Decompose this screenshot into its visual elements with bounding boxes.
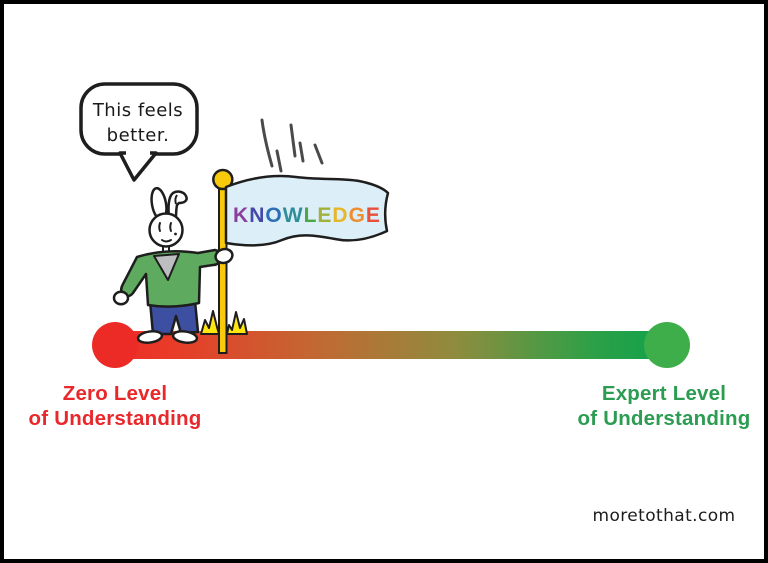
knowledge-flag-label: KNOWLEDGE — [233, 204, 381, 227]
understanding-spectrum-bar — [92, 322, 690, 368]
rabbit-collar — [153, 253, 180, 281]
knowledge-flag: KNOWLEDGE — [224, 174, 390, 247]
flag-motion-lines — [260, 118, 324, 173]
rabbit-nose-dot — [174, 232, 177, 236]
expert-endpoint-dot — [644, 322, 690, 368]
rabbit-hand-left — [112, 290, 130, 306]
speech-bubble: This feels better. — [79, 82, 199, 182]
rabbit-eye-left — [158, 222, 161, 232]
grass-tuft-right — [226, 311, 248, 335]
expert-level-line1: Expert Level — [602, 382, 726, 405]
rabbit-ear-bent — [167, 190, 188, 221]
knowledge-letter: G — [349, 204, 366, 227]
flag-pole — [212, 168, 234, 354]
rabbit-shoe-right — [171, 330, 199, 344]
zero-endpoint-dot — [92, 322, 138, 368]
speech-bubble-line1: This feels — [92, 100, 183, 121]
flag-banner-shape — [224, 174, 390, 247]
knowledge-letter: E — [317, 204, 332, 227]
spectrum-gradient-bar — [115, 331, 667, 359]
knowledge-letter: E — [366, 204, 381, 227]
grass-tuft-left — [200, 310, 220, 335]
rabbit-eye-right — [169, 222, 172, 232]
knowledge-letter: W — [283, 204, 304, 227]
illustration-canvas: This feels better. KNOWLEDGE — [29, 82, 751, 526]
flag-pole-knob — [212, 168, 234, 191]
zero-level-line2: of Understanding — [29, 407, 202, 430]
knowledge-letter: K — [233, 204, 249, 227]
knowledge-letter: N — [249, 204, 265, 227]
expert-level-label: Expert Level of Understanding — [578, 382, 751, 430]
speech-bubble-tail-join — [126, 149, 150, 157]
rabbit-ear-fold-line — [174, 194, 178, 205]
rabbit-hand-on-pole — [214, 247, 234, 265]
knowledge-letter: O — [265, 204, 282, 227]
knowledge-letter: L — [304, 204, 318, 227]
speech-bubble-tail — [118, 151, 158, 182]
zero-level-line1: Zero Level — [63, 382, 168, 405]
expert-level-line2: of Understanding — [578, 407, 751, 430]
rabbit-head — [148, 212, 184, 248]
rabbit-mouth — [161, 239, 172, 243]
speech-bubble-line2: better. — [107, 125, 170, 146]
rabbit-character — [112, 186, 234, 344]
rabbit-shoe-left — [136, 330, 164, 344]
watermark: moretothat.com — [593, 506, 736, 526]
knowledge-letter: D — [332, 204, 348, 227]
grass-tufts — [200, 310, 248, 335]
zero-level-label: Zero Level of Understanding — [29, 382, 202, 430]
